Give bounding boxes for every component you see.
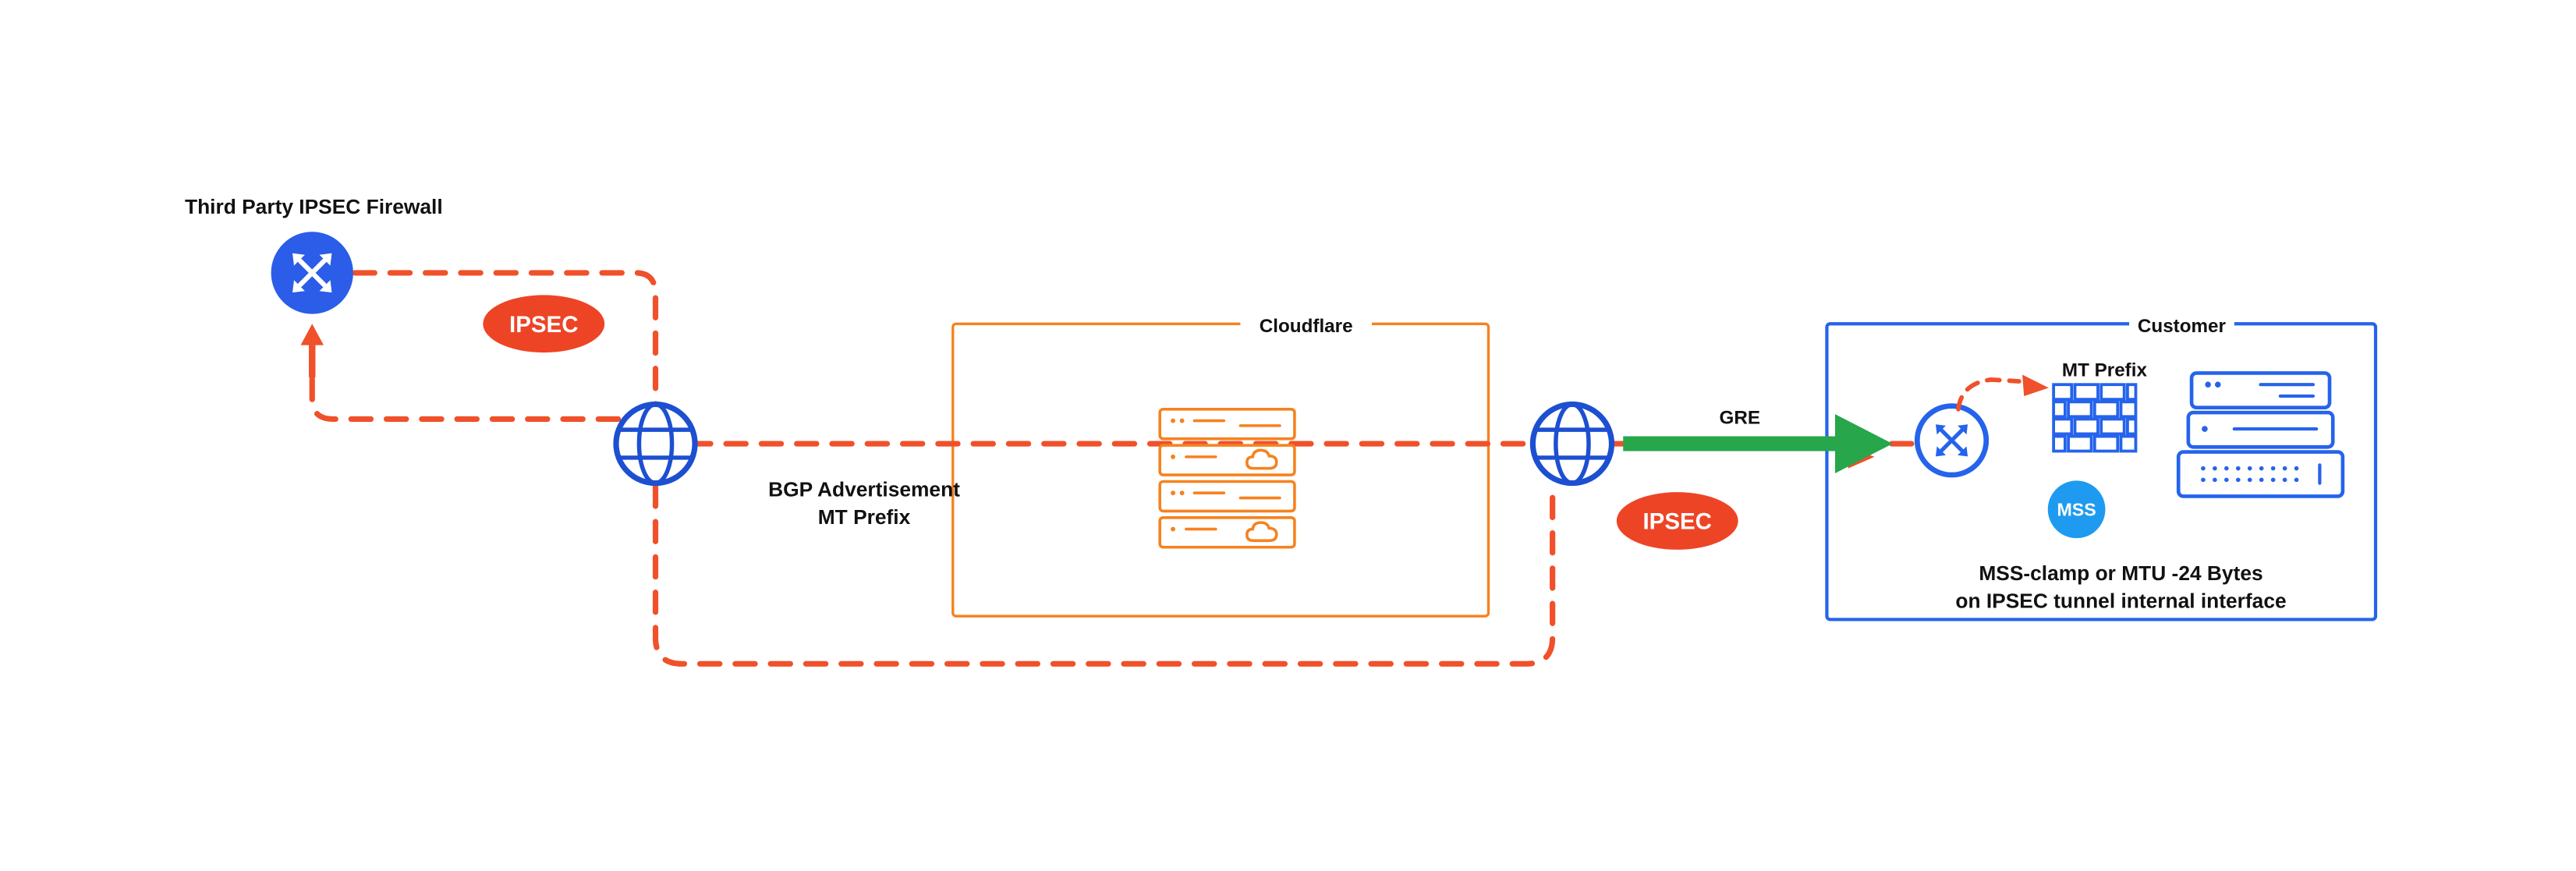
bgp-advertisement-label: BGP Advertisement — [768, 477, 960, 501]
cloudflare-servers-icon — [1158, 408, 1296, 549]
cloudflare-label-gap — [1240, 312, 1372, 338]
customer-box-label: Customer — [2138, 316, 2227, 337]
path-firewall-to-internet — [352, 270, 659, 441]
ipsec-badge-left: IPSEC — [483, 295, 605, 353]
ipsec-badge-right: IPSEC — [1616, 492, 1738, 550]
mt-prefix-label: MT Prefix — [2062, 360, 2148, 381]
up-arrow-icon — [300, 324, 324, 380]
cloudflare-box — [951, 322, 1490, 618]
third-party-router-icon — [271, 232, 353, 314]
ipsec-badge-right-label: IPSEC — [1642, 509, 1711, 535]
third-party-firewall-label: Third Party IPSEC Firewall — [185, 195, 443, 218]
mss-clamp-note-line1: MSS-clamp or MTU -24 Bytes — [1979, 561, 2262, 585]
customer-router-icon — [1914, 403, 1990, 478]
ipsec-badge-left-label: IPSEC — [509, 312, 578, 338]
mss-badge: MSS — [2047, 480, 2106, 539]
firewall-icon — [2052, 383, 2138, 453]
gre-label: GRE — [1720, 408, 1760, 429]
mt-prefix-arrowhead — [2022, 374, 2049, 396]
cloudflare-box-label: Cloudflare — [1260, 316, 1353, 337]
path-bottom-loop — [652, 483, 1556, 667]
customer-box — [1825, 322, 2378, 621]
path-return-to-firewall — [309, 377, 659, 441]
bgp-mt-prefix-label: MT Prefix — [818, 505, 911, 529]
mss-clamp-note-line2: on IPSEC tunnel internal interface — [1955, 590, 2286, 613]
internet-globe-icon-right — [1532, 404, 1611, 483]
gre-arrow-icon — [1623, 414, 1893, 473]
customer-servers-icon — [2176, 371, 2345, 498]
mt-prefix-path — [1956, 377, 2021, 412]
customer-label-gap — [2129, 312, 2234, 338]
internet-globe-icon-left — [616, 404, 695, 483]
mss-badge-label: MSS — [2057, 500, 2096, 520]
